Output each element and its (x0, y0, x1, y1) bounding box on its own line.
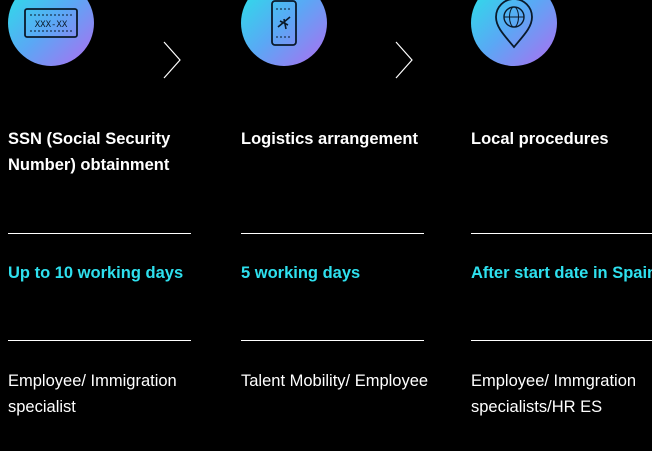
divider (241, 233, 424, 234)
divider (241, 340, 424, 341)
travel-ticket-icon (241, 0, 327, 66)
location-pin-globe-icon (471, 0, 557, 66)
chevron-right-icon (393, 40, 415, 85)
step-ssn: XXX-XX SSN (Social Security Number) obta… (8, 0, 208, 451)
step-owner: Employee/ Immigration specialist (8, 372, 177, 416)
divider (471, 340, 652, 341)
ssn-card-icon: XXX-XX (8, 0, 94, 66)
step-local-procedures: Local procedures After start date in Spa… (471, 0, 652, 451)
step-owner: Talent Mobility/ Employee (241, 372, 429, 390)
divider (8, 340, 191, 341)
step-duration: Up to 10 working days (8, 264, 184, 282)
step-title: Logistics arrangement (241, 130, 418, 148)
divider (471, 233, 652, 234)
step-owner: Employee/ Immgration specialists/HR ES (471, 372, 637, 416)
divider (8, 233, 191, 234)
chevron-right-icon (161, 40, 183, 85)
ssn-icon-text: XXX-XX (35, 20, 68, 30)
step-title: SSN (Social Security Number) obtainment (8, 130, 171, 174)
step-duration: After start date in Spain (471, 264, 652, 282)
step-title: Local procedures (471, 130, 609, 148)
step-logistics: Logistics arrangement 5 working days Tal… (241, 0, 441, 451)
step-duration: 5 working days (241, 264, 361, 282)
